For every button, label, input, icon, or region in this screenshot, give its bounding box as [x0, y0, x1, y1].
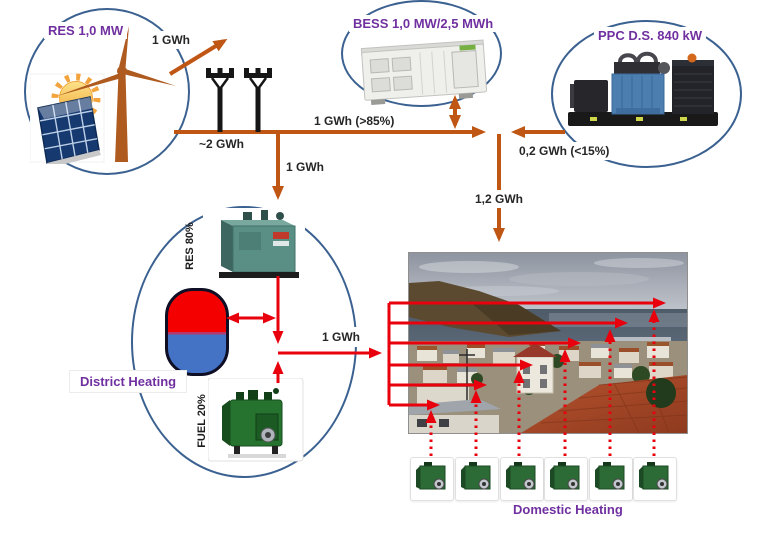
diesel-generator-icon	[560, 50, 725, 140]
biomass-boiler-icon	[203, 208, 305, 282]
domestic-boiler-icon	[633, 457, 677, 501]
bess-zone-ellipse	[341, 0, 502, 107]
flow-label-to-village: 1,2 GWh	[470, 190, 529, 208]
district-fuel-share-label: FUEL 20%	[196, 394, 208, 448]
district-heating-label: District Heating	[69, 370, 188, 393]
flow-label-res-curtailment: 1 GWh	[147, 31, 195, 49]
ppc-zone-ellipse	[551, 20, 742, 168]
flow-label-res-production: ~2 GWh	[194, 135, 250, 153]
village-photo	[408, 252, 688, 434]
bess-container-icon	[355, 30, 500, 110]
res-zone-ellipse	[24, 8, 190, 175]
thermal-storage-icon	[165, 288, 229, 376]
domestic-boiler-icon	[410, 457, 454, 501]
transmission-towers-icon	[206, 68, 272, 132]
bess-node-label: BESS 1,0 MW/2,5 MWh	[349, 15, 498, 32]
ppc-node-label: PPC D.S. 840 kW	[594, 27, 707, 44]
fuel-boiler-icon	[207, 377, 304, 462]
domestic-boiler-icon	[589, 457, 633, 501]
solar-panel-icon	[29, 70, 106, 168]
flow-label-to-district-heating: 1 GWh	[281, 158, 329, 176]
domestic-boiler-icon	[544, 457, 588, 501]
domestic-boiler-icon	[455, 457, 499, 501]
flow-label-res-to-demand: 1 GWh (>85%)	[309, 112, 400, 130]
district-res-share-label: RES 80%	[184, 222, 196, 270]
flow-label-ppc-to-demand: 0,2 GWh (<15%)	[514, 142, 615, 160]
flow-label-district-heat-output: 1 GWh	[313, 327, 369, 347]
wind-turbine-icon	[40, 14, 190, 169]
res-node-label: RES 1,0 MW	[44, 22, 128, 39]
domestic-heating-label: Domestic Heating	[513, 502, 623, 517]
domestic-boiler-icon	[500, 457, 544, 501]
